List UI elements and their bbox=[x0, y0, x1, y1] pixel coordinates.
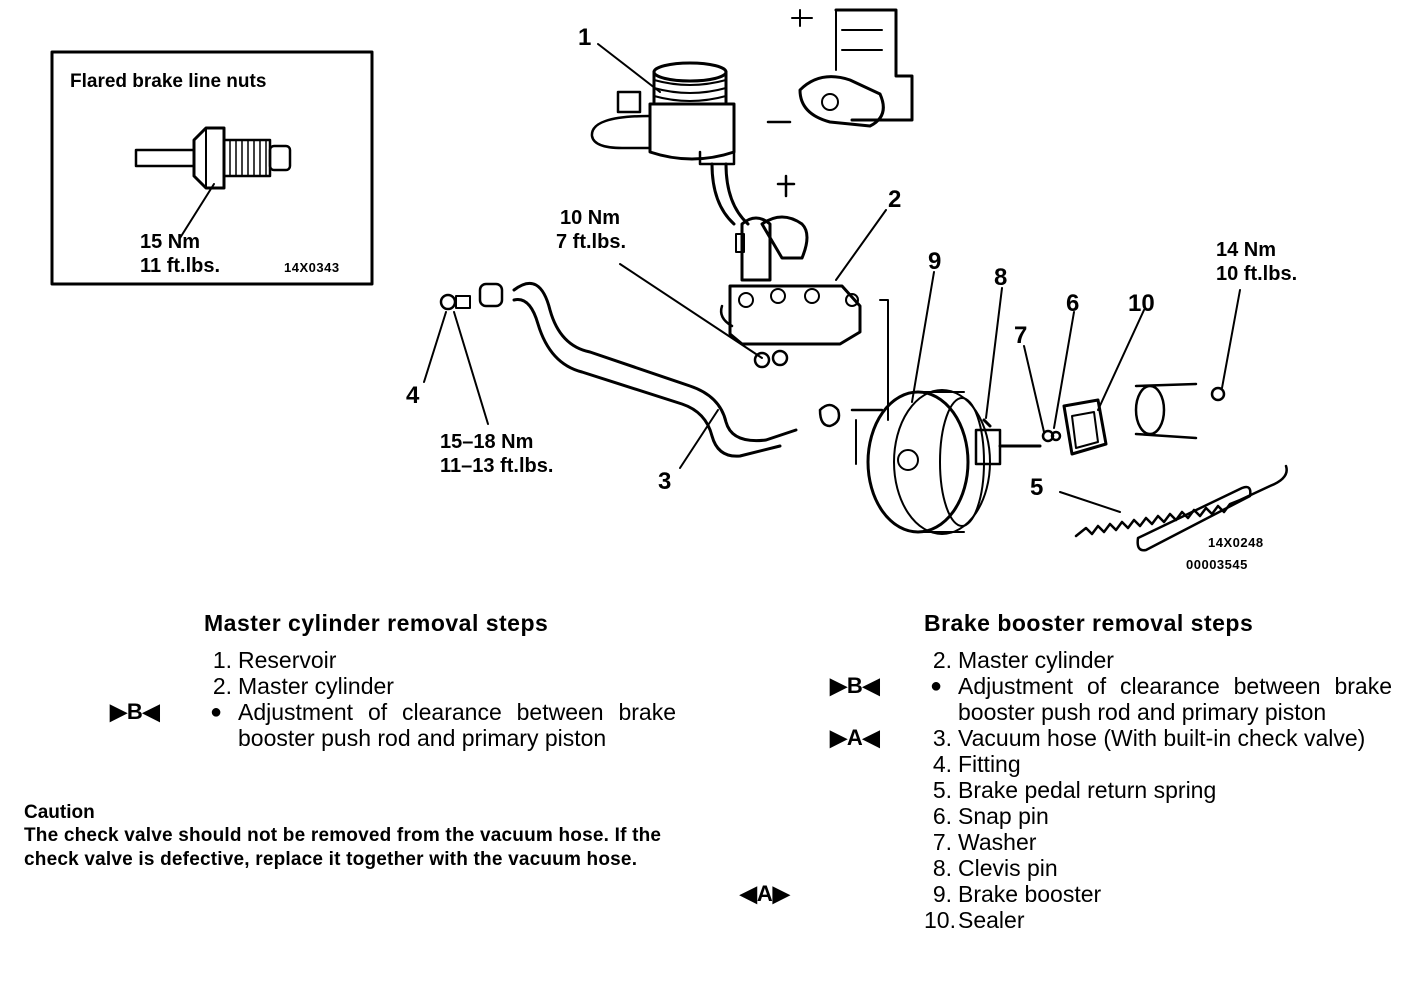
vacuum-hose-drawing bbox=[478, 281, 841, 458]
brake-booster-heading: Brake booster removal steps bbox=[924, 610, 1254, 636]
callout-7: 7 bbox=[1014, 322, 1028, 349]
document-code: 00003545 bbox=[1186, 557, 1248, 572]
inset-code: 14X0343 bbox=[284, 260, 340, 275]
note-b-marker: ▶B◀ bbox=[830, 673, 880, 698]
list-item: ▶B◀ ● Adjustment of clearance between br… bbox=[110, 699, 676, 751]
callout-6: 6 bbox=[1066, 290, 1080, 317]
torque-fitting-nm: 15–18 Nm bbox=[440, 431, 534, 453]
figure-code: 14X0248 bbox=[1208, 535, 1264, 550]
torque-master-cylinder-ftlbs: 7 ft.lbs. bbox=[556, 231, 627, 253]
callout-4: 4 bbox=[406, 382, 420, 409]
bullet-icon: ● bbox=[210, 701, 223, 723]
caution-block: Caution The check valve should not be re… bbox=[24, 802, 676, 872]
master-cylinder-steps: Master cylinder removal steps 1. Reservo… bbox=[110, 610, 676, 751]
torque-master-cylinder-nm: 10 Nm bbox=[560, 207, 621, 229]
callout-10: 10 bbox=[1128, 290, 1155, 317]
list-item: 2. Master cylinder bbox=[932, 647, 1114, 673]
list-item: ◀A▶ 9. Brake booster bbox=[740, 881, 1102, 907]
inset-title: Flared brake line nuts bbox=[70, 71, 267, 92]
fitting-drawing bbox=[439, 293, 471, 311]
caution-text: The check valve should not be removed fr… bbox=[24, 825, 662, 870]
brake-booster-steps: Brake booster removal steps 2. Master cy… bbox=[740, 610, 1392, 933]
note-a-marker: ◀A▶ bbox=[740, 881, 790, 906]
callout-5: 5 bbox=[1030, 474, 1044, 501]
callout-8: 8 bbox=[994, 264, 1008, 291]
list-item: 8. Clevis pin bbox=[932, 855, 1058, 881]
brake-booster-drawing bbox=[850, 299, 1042, 535]
small-parts-drawing bbox=[982, 382, 1288, 552]
reservoir-drawing bbox=[590, 61, 750, 226]
torque-booster-nm: 14 Nm bbox=[1216, 239, 1277, 261]
mounting-bracket-drawing bbox=[766, 8, 914, 198]
list-item: 2. Master cylinder bbox=[212, 673, 394, 699]
note-b-marker: ▶B◀ bbox=[110, 699, 160, 724]
inset-torque-ftlbs: 11 ft.lbs. bbox=[140, 255, 221, 277]
list-item: 5. Brake pedal return spring bbox=[932, 777, 1217, 803]
inset-torque-nm: 15 Nm bbox=[140, 231, 201, 253]
leader-lines bbox=[423, 43, 1241, 513]
master-cylinder-heading: Master cylinder removal steps bbox=[204, 610, 549, 636]
callout-9: 9 bbox=[928, 248, 942, 275]
torque-booster-ftlbs: 10 ft.lbs. bbox=[1216, 263, 1298, 285]
bullet-icon: ● bbox=[930, 675, 943, 697]
list-item: 4. Fitting bbox=[932, 751, 1021, 777]
list-item: ▶B◀ ● Adjustment of clearance between br… bbox=[830, 673, 1392, 725]
brake-assembly-exploded-view bbox=[50, 8, 1288, 552]
list-item: 6. Snap pin bbox=[932, 803, 1049, 829]
callout-1: 1 bbox=[578, 24, 592, 51]
flared-nut-drawing bbox=[134, 126, 292, 239]
list-item: ▶A◀ 3. Vacuum hose (With built-in check … bbox=[830, 725, 1366, 751]
callout-2: 2 bbox=[888, 186, 902, 213]
list-item: 7. Washer bbox=[932, 829, 1037, 855]
callout-3: 3 bbox=[658, 468, 672, 495]
note-a-marker: ▶A◀ bbox=[830, 725, 880, 750]
caution-heading: Caution bbox=[24, 802, 95, 823]
inset-frame bbox=[50, 50, 374, 286]
master-cylinder-drawing bbox=[719, 215, 862, 369]
torque-fitting-ftlbs: 11–13 ft.lbs. bbox=[440, 455, 554, 477]
list-item: 10. Sealer bbox=[924, 907, 1025, 933]
list-item: 1. Reservoir bbox=[212, 647, 337, 673]
